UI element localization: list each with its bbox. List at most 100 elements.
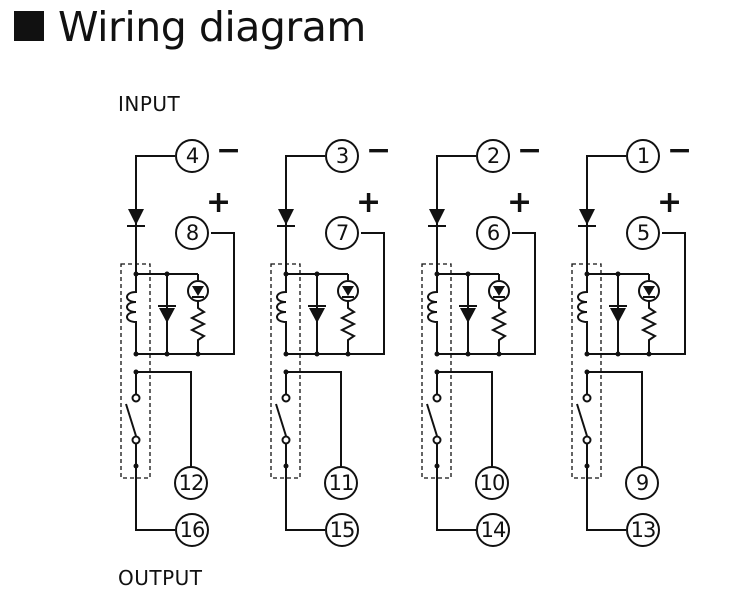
return-wire [587,232,686,355]
minus-sign: − [517,133,543,168]
junction-dot [434,351,440,357]
terminal-out_a: 10 [475,466,509,500]
terminal-out_b: 13 [626,513,660,547]
plus-sign: + [356,185,382,220]
diode-icon [278,209,294,225]
plus-sign: + [657,185,683,220]
diode-icon [579,209,595,225]
output-wire [586,371,643,468]
input-label: INPUT [118,92,181,116]
diode-icon [429,209,445,225]
terminal-out_a: 11 [324,466,358,500]
output-wire [135,371,192,468]
diode-icon [610,308,626,323]
terminal-out_a: 12 [174,466,208,500]
terminal-pos: 7 [325,216,359,250]
junction-dot [133,369,139,375]
junction-dot [584,271,590,277]
switch-arm [576,403,588,437]
return-wire [136,232,235,355]
output-wire [135,444,175,531]
terminal-out_b: 15 [325,513,359,547]
diode-icon [159,308,175,323]
plus-sign: + [206,185,232,220]
resistor-icon [490,301,508,354]
junction-dot [345,351,351,357]
junction-dot [615,271,621,277]
junction-dot [164,271,170,277]
junction-dot [434,463,440,469]
terminal-pos: 5 [626,216,660,250]
junction-dot [465,351,471,357]
return-wire [286,232,385,355]
switch-arm [275,403,287,437]
minus-sign: − [366,133,392,168]
minus-sign: − [667,133,693,168]
contact-icon [432,393,442,403]
terminal-out_a: 9 [625,466,659,500]
contact-icon [432,435,442,445]
plus-sign: + [507,185,533,220]
diode-icon [128,209,144,225]
junction-dot [314,271,320,277]
terminal-pos: 8 [175,216,209,250]
switch-arm [426,403,438,437]
junction-dot [283,369,289,375]
junction-dot [283,463,289,469]
terminal-neg: 2 [476,139,510,173]
junction-dot [584,351,590,357]
junction-dot [283,351,289,357]
junction-dot [164,351,170,357]
diode-icon [309,308,325,323]
terminal-out_b: 16 [175,513,209,547]
page-title: Wiring diagram [58,3,366,51]
junction-dot [133,463,139,469]
return-wire [437,232,536,355]
contact-icon [582,435,592,445]
rail-wire [436,155,476,260]
junction-dot [434,271,440,277]
terminal-out_b: 14 [476,513,510,547]
junction-dot [434,369,440,375]
rail-wire [285,155,325,260]
junction-dot [133,271,139,277]
output-wire [586,444,626,531]
led-triangle [342,286,354,296]
contact-icon [281,393,291,403]
output-wire [436,444,476,531]
terminal-neg: 4 [175,139,209,173]
led-triangle [192,286,204,296]
junction-dot [496,351,502,357]
coil-icon [577,274,588,354]
output-wire [285,444,325,531]
coil-icon [427,274,438,354]
coil-icon [276,274,287,354]
junction-dot [314,351,320,357]
junction-dot [465,271,471,277]
contact-icon [582,393,592,403]
led-triangle [493,286,505,296]
output-wire [436,371,493,468]
resistor-icon [189,301,207,354]
terminal-neg: 1 [626,139,660,173]
junction-dot [283,271,289,277]
junction-dot [584,463,590,469]
diode-icon [460,308,476,323]
contact-icon [131,435,141,445]
output-wire [285,371,342,468]
minus-sign: − [216,133,242,168]
switch-arm [125,403,137,437]
terminal-pos: 6 [476,216,510,250]
terminal-neg: 3 [325,139,359,173]
resistor-icon [640,301,658,354]
junction-dot [615,351,621,357]
output-label: OUTPUT [118,566,203,590]
contact-icon [131,393,141,403]
coil-icon [126,274,137,354]
resistor-icon [339,301,357,354]
title-bullet [14,11,44,41]
junction-dot [195,351,201,357]
contact-icon [281,435,291,445]
led-triangle [643,286,655,296]
